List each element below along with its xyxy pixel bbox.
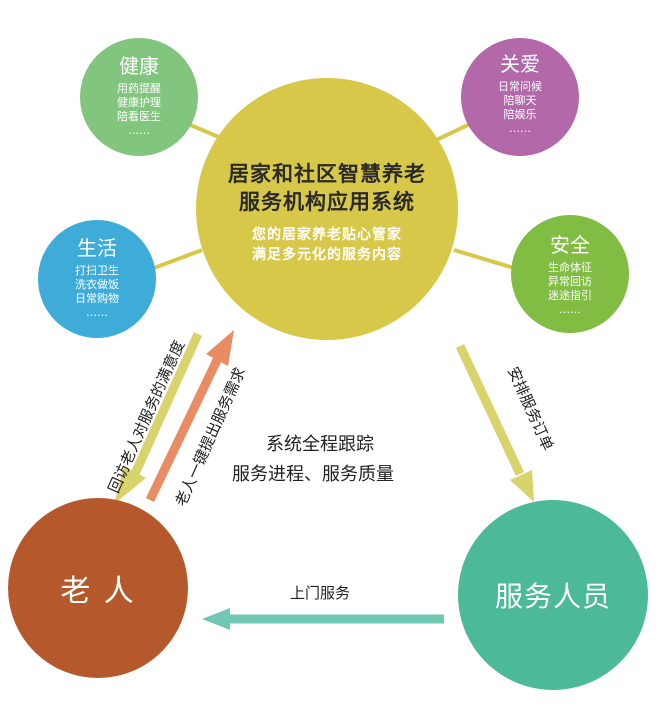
health-item: 用药提醒 bbox=[117, 82, 161, 95]
revisit-arrow bbox=[114, 332, 203, 504]
care-item: 陪娱乐 bbox=[503, 108, 537, 121]
safety-item: …… bbox=[559, 303, 581, 316]
center-title-line1: 居家和社区智慧养老 bbox=[228, 162, 426, 186]
health-item: 健康护理 bbox=[117, 96, 161, 109]
elder-label: 老 人 bbox=[60, 574, 136, 609]
connector-life bbox=[153, 248, 203, 270]
health-item: 陪看医生 bbox=[117, 110, 161, 123]
life-item: …… bbox=[86, 306, 108, 319]
safety-node: 安全 生命体征 异常回访 迷途指引 …… bbox=[511, 215, 629, 333]
dispatch-arrow bbox=[455, 344, 534, 502]
center-subtitle-line1: 您的居家养老贴心管家 bbox=[252, 227, 402, 243]
health-node: 健康 用药提醒 健康护理 陪看医生 …… bbox=[80, 38, 198, 156]
elder-node: 老 人 bbox=[8, 498, 188, 678]
tracking-line2: 服务进程、服务质量 bbox=[232, 464, 394, 485]
health-title: 健康 bbox=[119, 54, 159, 78]
care-title: 关爱 bbox=[500, 52, 540, 76]
staff-label: 服务人员 bbox=[494, 580, 611, 613]
service-staff-node: 服务人员 bbox=[458, 500, 648, 690]
life-item: 洗衣做饭 bbox=[75, 278, 119, 291]
life-node: 生活 打扫卫生 洗衣做饭 日常购物 …… bbox=[38, 220, 156, 338]
care-item: 陪聊天 bbox=[503, 94, 537, 107]
safety-title: 安全 bbox=[550, 233, 590, 257]
safety-item: 生命体征 bbox=[548, 261, 592, 274]
life-item: 日常购物 bbox=[75, 292, 119, 305]
connector-safety bbox=[453, 248, 515, 270]
life-item: 打扫卫生 bbox=[75, 264, 119, 277]
tracking-line1: 系统全程跟踪 bbox=[266, 434, 374, 455]
request-arrow bbox=[145, 330, 234, 502]
care-node: 关爱 日常问候 陪聊天 陪娱乐 …… bbox=[461, 38, 579, 156]
care-item: …… bbox=[509, 122, 531, 135]
safety-item: 迷途指引 bbox=[548, 289, 592, 302]
door-service-arrow bbox=[202, 608, 444, 630]
center-title-line2: 服务机构应用系统 bbox=[239, 190, 415, 214]
safety-item: 异常回访 bbox=[548, 275, 592, 288]
door-service-label: 上门服务 bbox=[290, 584, 351, 602]
care-item: 日常问候 bbox=[498, 80, 542, 93]
center-system-node: 居家和社区智慧养老 服务机构应用系统 您的居家养老贴心管家 满足多元化的服务内容 bbox=[196, 78, 458, 340]
life-title: 生活 bbox=[77, 236, 117, 260]
health-item: …… bbox=[128, 124, 150, 137]
center-subtitle-line2: 满足多元化的服务内容 bbox=[252, 247, 402, 263]
